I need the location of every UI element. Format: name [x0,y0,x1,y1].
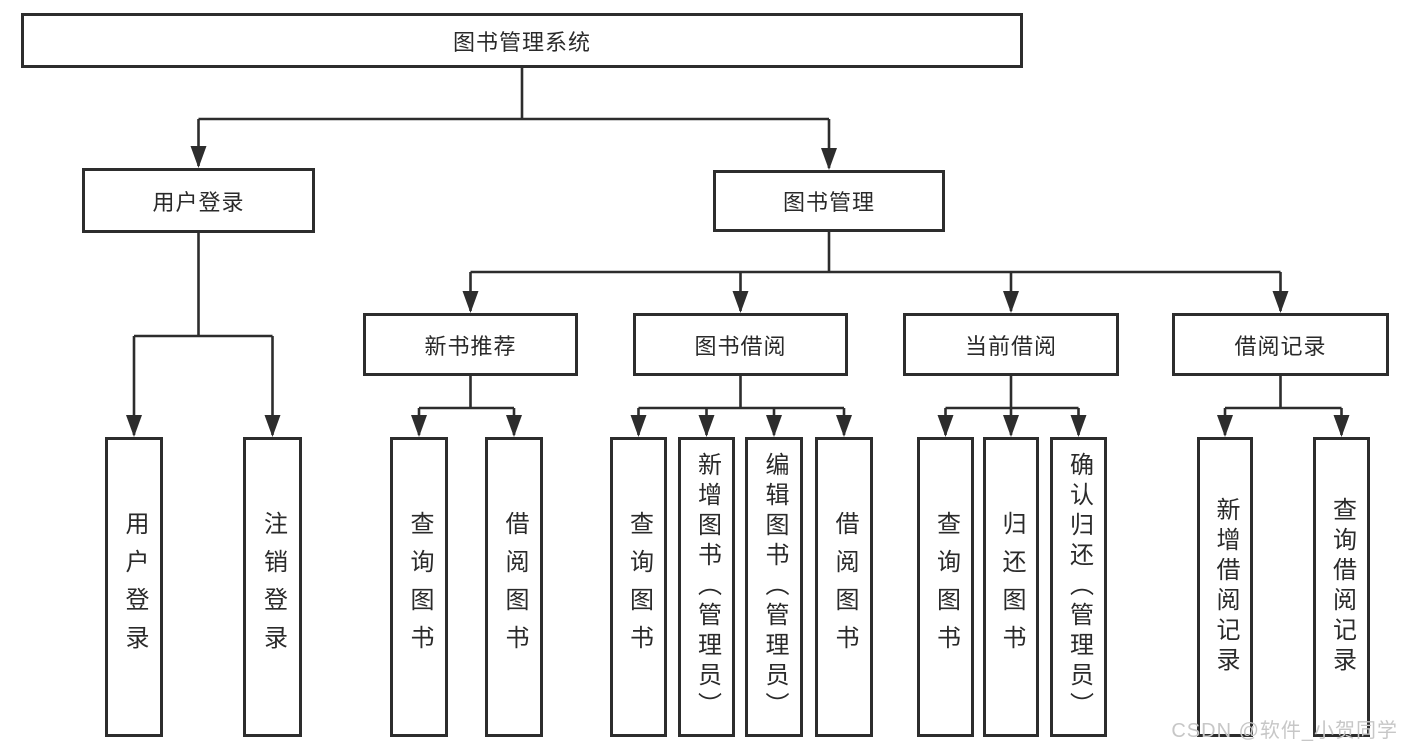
node-new-book-recommend-label: 新书推荐 [424,333,517,359]
leaf-query-books-borrow: 查询图书 [610,437,667,737]
node-root-system-label: 图书管理系统 [452,29,591,55]
node-book-borrow-label: 图书借阅 [694,333,787,359]
leaf-user-login: 用户登录 [105,437,163,737]
node-current-borrow: 当前借阅 [903,313,1119,376]
leaf-add-books-admin-label: 新增图书（管理员） [693,452,721,722]
leaf-add-borrow-record-label: 新增借阅记录 [1212,497,1239,677]
leaf-query-books-borrow-label: 查询图书 [625,511,653,663]
leaf-add-books-admin: 新增图书（管理员） [678,437,735,737]
leaf-confirm-return-admin: 确认归还（管理员） [1050,437,1107,737]
leaf-logout: 注销登录 [243,437,302,737]
leaf-edit-books-admin-label: 编辑图书（管理员） [761,452,788,722]
leaf-borrow-books-label: 借阅图书 [831,511,858,663]
node-book-management-label: 图书管理 [782,190,875,215]
leaf-query-borrow-record: 查询借阅记录 [1313,437,1370,737]
edges-book-mgmt-to-level3 [462,232,1289,313]
leaf-query-books-recommend-label: 查询图书 [406,511,433,663]
node-borrow-records-label: 借阅记录 [1234,333,1327,359]
edges-current-borrow [937,376,1087,437]
node-user-login: 用户登录 [82,168,315,233]
leaf-user-login-label: 用户登录 [121,511,148,663]
leaf-borrow-books-recommend: 借阅图书 [485,437,543,737]
edges-book-borrow [630,376,852,437]
edges-user-login-to-leaves [126,233,281,437]
leaf-edit-books-admin: 编辑图书（管理员） [745,437,803,737]
node-book-management: 图书管理 [713,170,945,232]
leaf-return-books-label: 归还图书 [998,511,1025,663]
leaf-confirm-return-admin-label: 确认归还（管理员） [1065,452,1093,722]
leaf-query-books-current-label: 查询图书 [932,511,960,663]
edges-new-book-recommend [411,376,522,437]
leaf-add-borrow-record: 新增借阅记录 [1197,437,1253,737]
node-book-borrow: 图书借阅 [633,313,848,376]
leaf-borrow-books-recommend-label: 借阅图书 [501,511,528,663]
node-root-system: 图书管理系统 [21,13,1023,68]
leaf-logout-label: 注销登录 [259,511,287,663]
leaf-borrow-books: 借阅图书 [815,437,873,737]
node-user-login-label: 用户登录 [152,189,245,215]
node-new-book-recommend: 新书推荐 [363,313,578,376]
leaf-query-borrow-record-label: 查询借阅记录 [1328,497,1356,677]
leaf-query-books-current: 查询图书 [917,437,974,737]
leaf-return-books: 归还图书 [983,437,1039,737]
edges-borrow-records [1217,376,1350,437]
node-borrow-records: 借阅记录 [1172,313,1389,376]
csdn-watermark: CSDN @软件_小贺同学 [1171,720,1398,742]
leaf-query-books-recommend: 查询图书 [390,437,448,737]
node-current-borrow-label: 当前借阅 [964,333,1057,359]
edges-root-to-level2 [190,68,837,170]
